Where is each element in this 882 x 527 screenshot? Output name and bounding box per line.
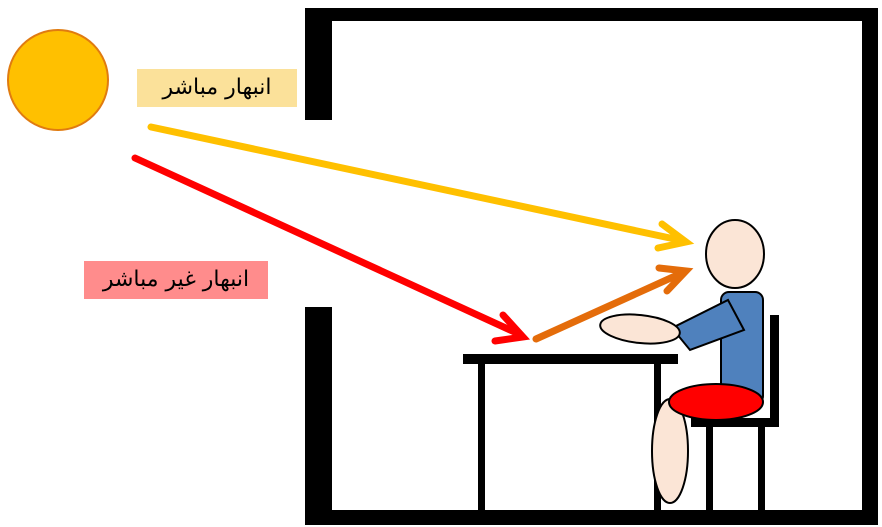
floor (305, 510, 878, 525)
left-wall-upper (305, 8, 332, 120)
desk-top (463, 354, 678, 364)
chair-leg-right (758, 427, 765, 510)
person-head (706, 220, 764, 288)
right-wall (862, 8, 878, 525)
direct-glare-label: انبهار مباشر (137, 69, 297, 107)
top-wall (305, 8, 878, 21)
desk-leg-left (478, 364, 485, 510)
direct-glare-arrow (151, 127, 686, 248)
indirect-glare-label: انبهار غير مباشر (84, 261, 268, 299)
seat-cushion (669, 384, 763, 420)
room-walls (305, 8, 878, 525)
desk (463, 354, 678, 510)
person-forearm (599, 311, 681, 347)
chair-back (770, 315, 779, 427)
chair-leg-left (706, 427, 713, 510)
left-wall-lower (305, 307, 332, 525)
sun-icon (8, 30, 108, 130)
